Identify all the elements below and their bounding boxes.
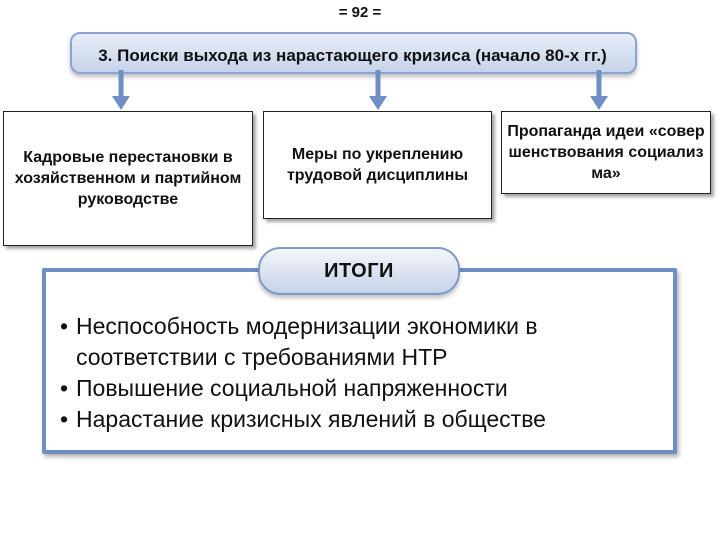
measure-label: Меры по укреплению трудовой дисциплины [286,146,469,184]
result-text: Повышение социальной напряженности [76,375,508,401]
results-list: • Неспособность модернизации экономики в… [60,311,660,435]
page-number: = 92 = [338,4,382,21]
measure-box-propaganda: Пропаганда идеи «совершенствования социа… [501,111,711,194]
list-item: • Неспособность модернизации экономики в… [60,311,660,373]
bullet-icon: • [60,313,69,339]
measure-label: Кадровые перестановки в хозяйственном и … [14,149,242,208]
arrow-down-right [590,70,608,110]
list-item: • Повышение социальной напряженности [60,373,660,404]
diagram-title: 3. Поиски выхода из нарастающего кризиса… [98,46,607,65]
measure-label: Пропаганда идеи «совершенствования социа… [507,123,705,182]
results-heading: ИТОГИ [258,247,460,295]
measure-box-personnel: Кадровые перестановки в хозяйственном и … [3,111,253,246]
arrow-down-center [369,70,387,110]
list-item: • Нарастание кризисных явлений в обществ… [60,404,660,435]
bullet-icon: • [60,375,69,401]
results-frame [42,268,677,454]
result-text: Неспособность модернизации экономики в с… [76,313,538,370]
arrow-down-left [112,70,130,110]
measure-box-discipline: Меры по укреплению трудовой дисциплины [263,111,492,219]
result-text: Нарастание кризисных явлений в обществе [76,406,546,432]
bullet-icon: • [60,406,69,432]
title-banner [70,32,637,74]
